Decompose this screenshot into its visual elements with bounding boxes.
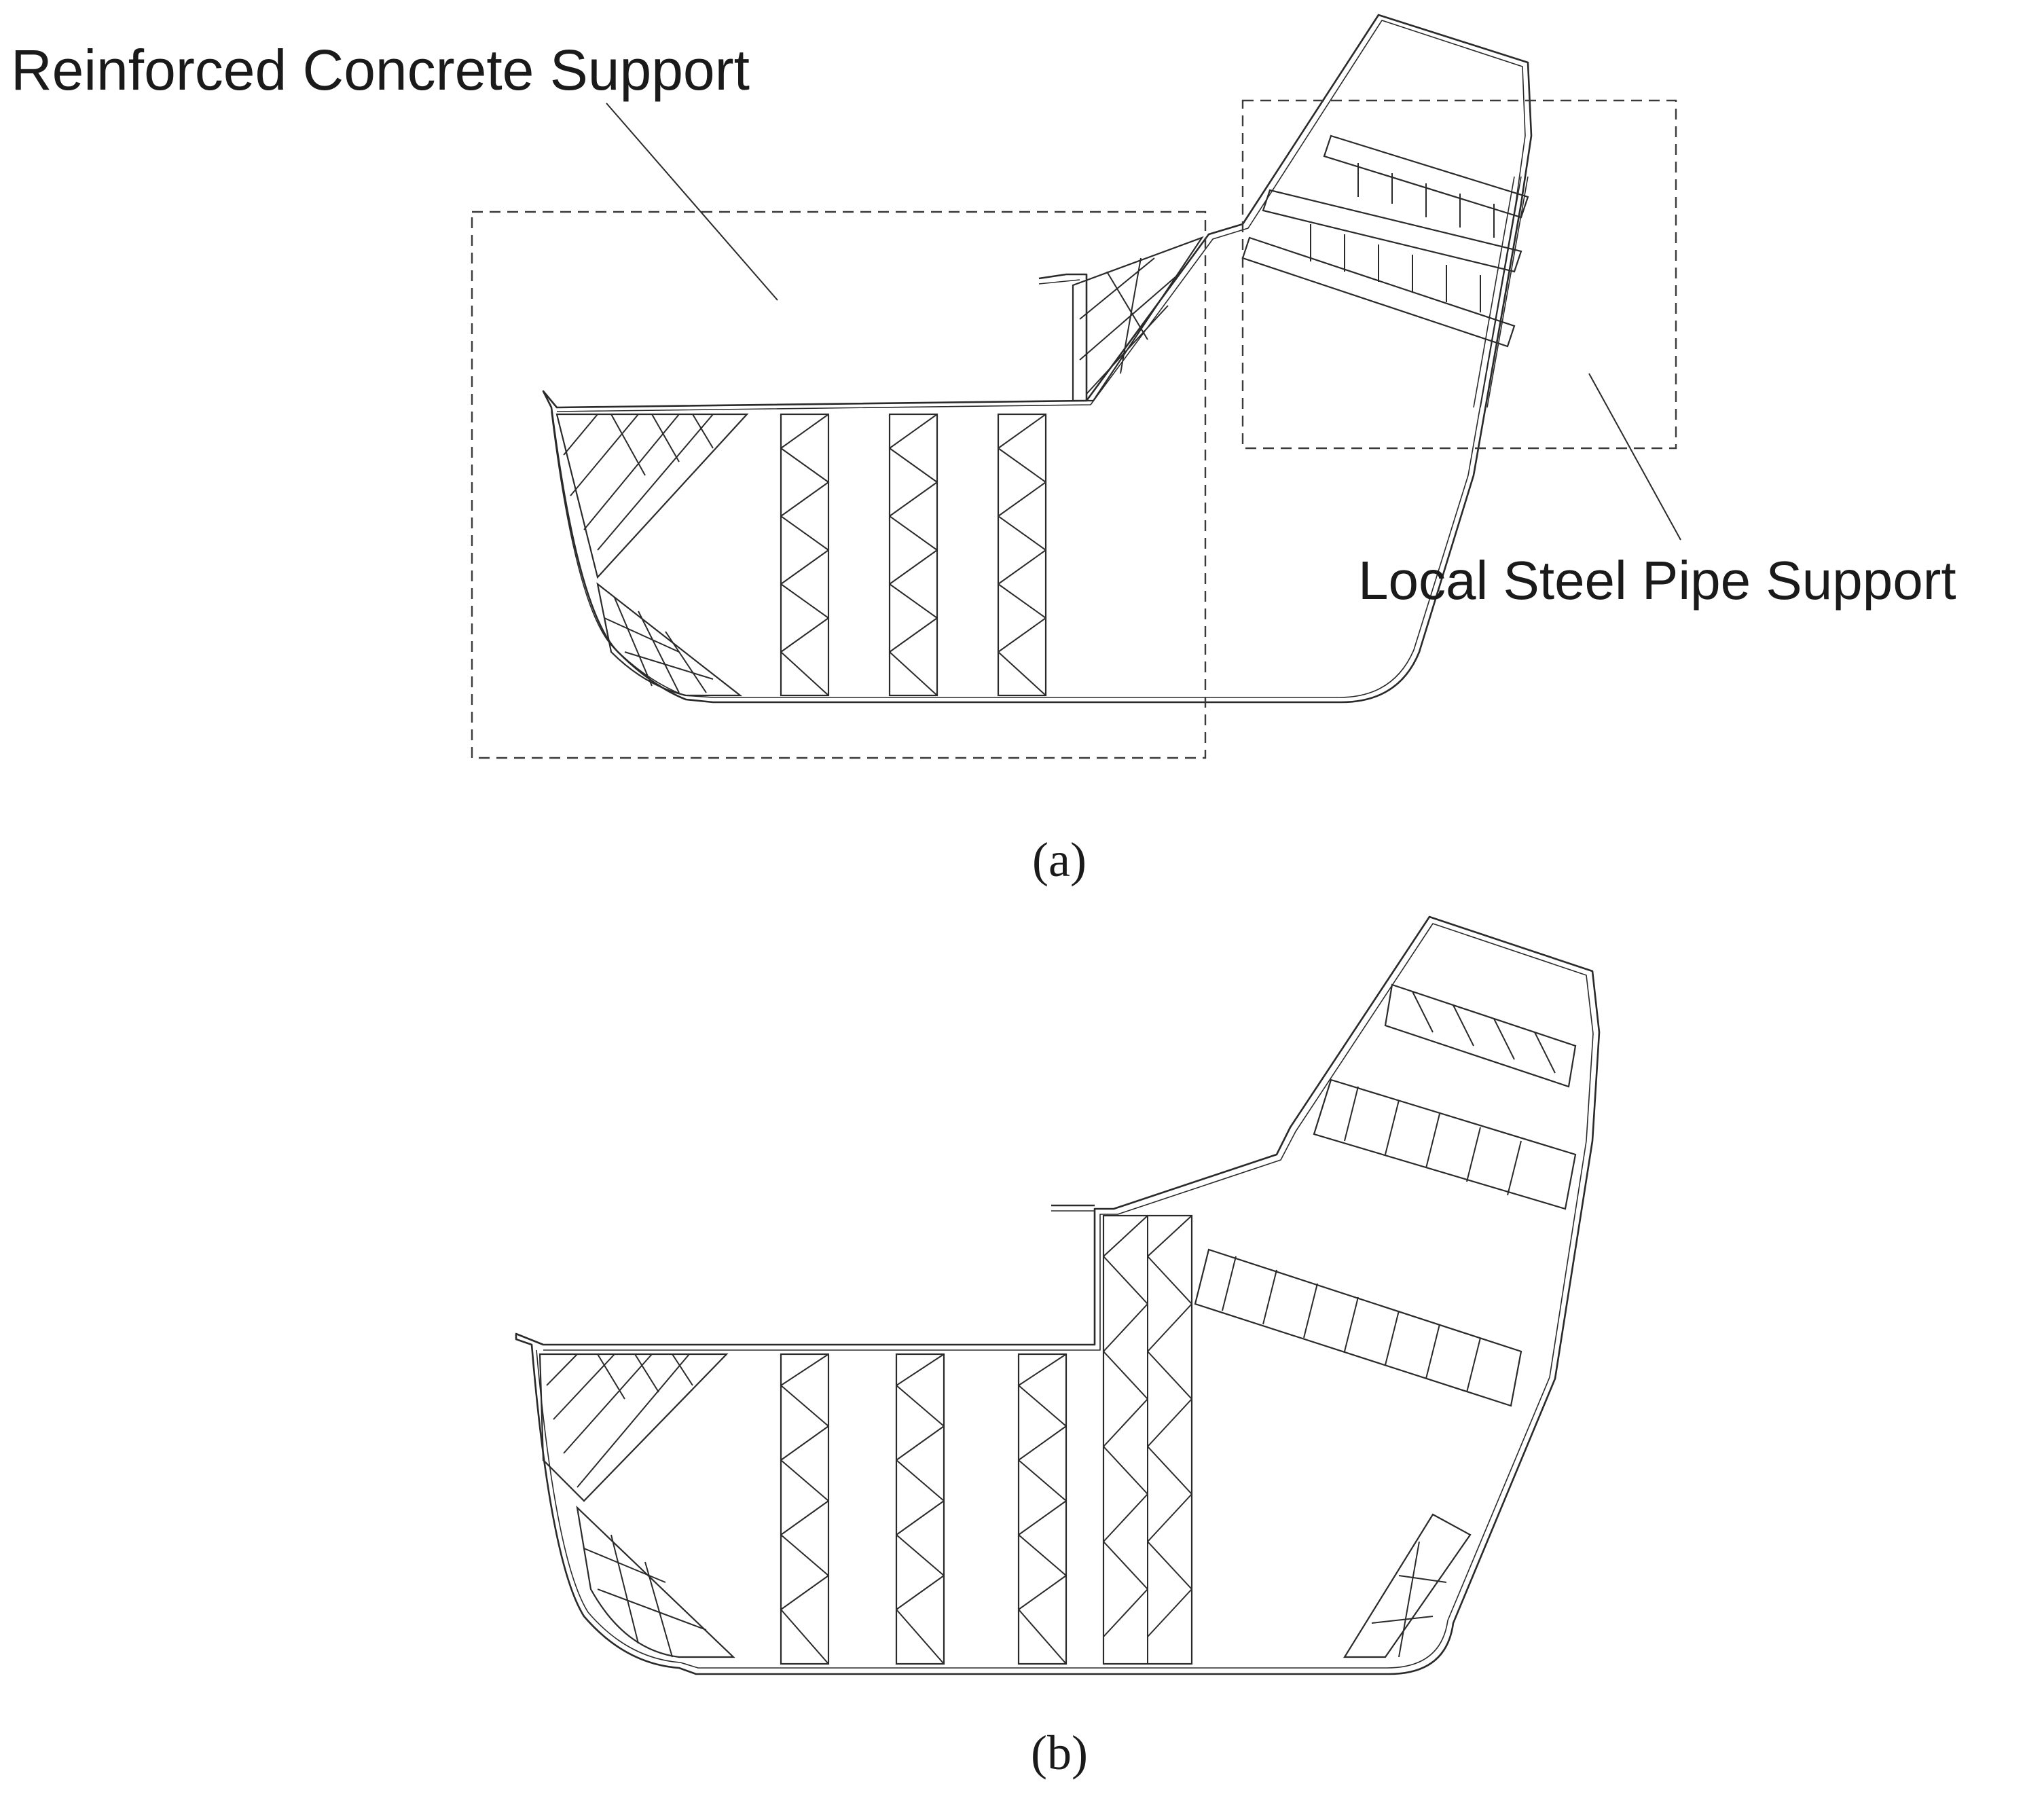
panel-b-left-diagonal-truss [539, 1353, 735, 1658]
panel-b-caption: (b) [1031, 1726, 1088, 1780]
panel-b-inclined-braces [1194, 983, 1577, 1658]
reinforced-concrete-region-box [471, 211, 1207, 759]
reinforced-concrete-leader-line [606, 103, 778, 301]
panel-a-steel-pipe-braces [1241, 134, 1529, 408]
panel-a-caption: (a) [1032, 833, 1087, 887]
steel-pipe-region-box [1241, 99, 1677, 450]
panel-a-reinforced-concrete-truss [555, 413, 749, 697]
panel-b-section-outline [515, 915, 1601, 1675]
panel-b-diagram: (b) [515, 915, 1601, 1780]
panel-a-vertical-columns [780, 413, 1047, 697]
panel-a-upper-step-truss [1072, 236, 1204, 402]
steel-pipe-leader-line [1588, 373, 1681, 541]
reinforced-concrete-label: Reinforced Concrete Support [11, 38, 750, 102]
panel-a-diagram: Reinforced Concrete Support Local Steel … [11, 14, 1956, 887]
panel-b-vertical-columns [780, 1214, 1193, 1665]
steel-pipe-label: Local Steel Pipe Support [1358, 550, 1956, 611]
